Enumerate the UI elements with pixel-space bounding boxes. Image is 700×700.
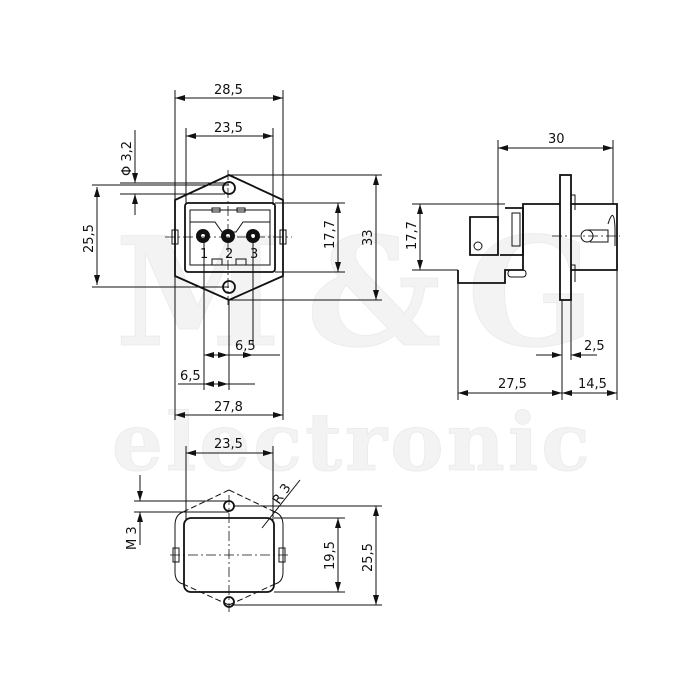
dim-hole-spacing: 25,5: [82, 224, 97, 253]
dim-height-overall: 33: [361, 229, 376, 246]
cutout-view: 23,5 M 3 R 3 19,5 25,5: [125, 437, 382, 612]
dim-thread: M 3: [125, 526, 140, 550]
dim-width-outer: 28,5: [214, 83, 243, 98]
watermark-line2: electronic: [112, 395, 590, 489]
side-flange: [559, 174, 572, 301]
side-view: 30 17,7 2,5 27,5 14,5: [405, 132, 620, 400]
dim-hole-diameter: Φ 3,2: [120, 141, 135, 176]
dim-width-inner: 23,5: [214, 121, 243, 136]
mounting-hole-top: [222, 181, 236, 195]
dim-pin-pitch-a: 6,5: [235, 339, 256, 354]
dim-pin-pitch-b: 6,5: [180, 369, 201, 384]
dim-cutout-hole-spacing: 25,5: [361, 543, 376, 572]
watermark-line1: M&G: [115, 205, 595, 381]
dim-height-insert: 17,7: [323, 220, 338, 249]
dim-depth-rear: 27,5: [498, 377, 527, 392]
dim-depth-front: 14,5: [578, 377, 607, 392]
pin-label-3: 3: [250, 247, 258, 262]
pin-label-2: 2: [225, 247, 233, 262]
dim-width-base: 27,8: [214, 400, 243, 415]
front-insert-inner: [189, 209, 271, 266]
dim-depth-overall: 30: [548, 132, 565, 147]
front-insert-outline: [184, 202, 276, 273]
watermark: M&G electronic: [112, 205, 596, 490]
front-view: 1 2 3 28,5 23,5 Φ 3,2 25,5 33 17,7 6,5 6…: [82, 83, 382, 420]
dim-flange-thickness: 2,5: [584, 339, 605, 354]
dim-cutout-height: 19,5: [323, 541, 338, 570]
dim-side-height-insert: 17,7: [405, 221, 420, 250]
dim-cutout-width: 23,5: [214, 437, 243, 452]
